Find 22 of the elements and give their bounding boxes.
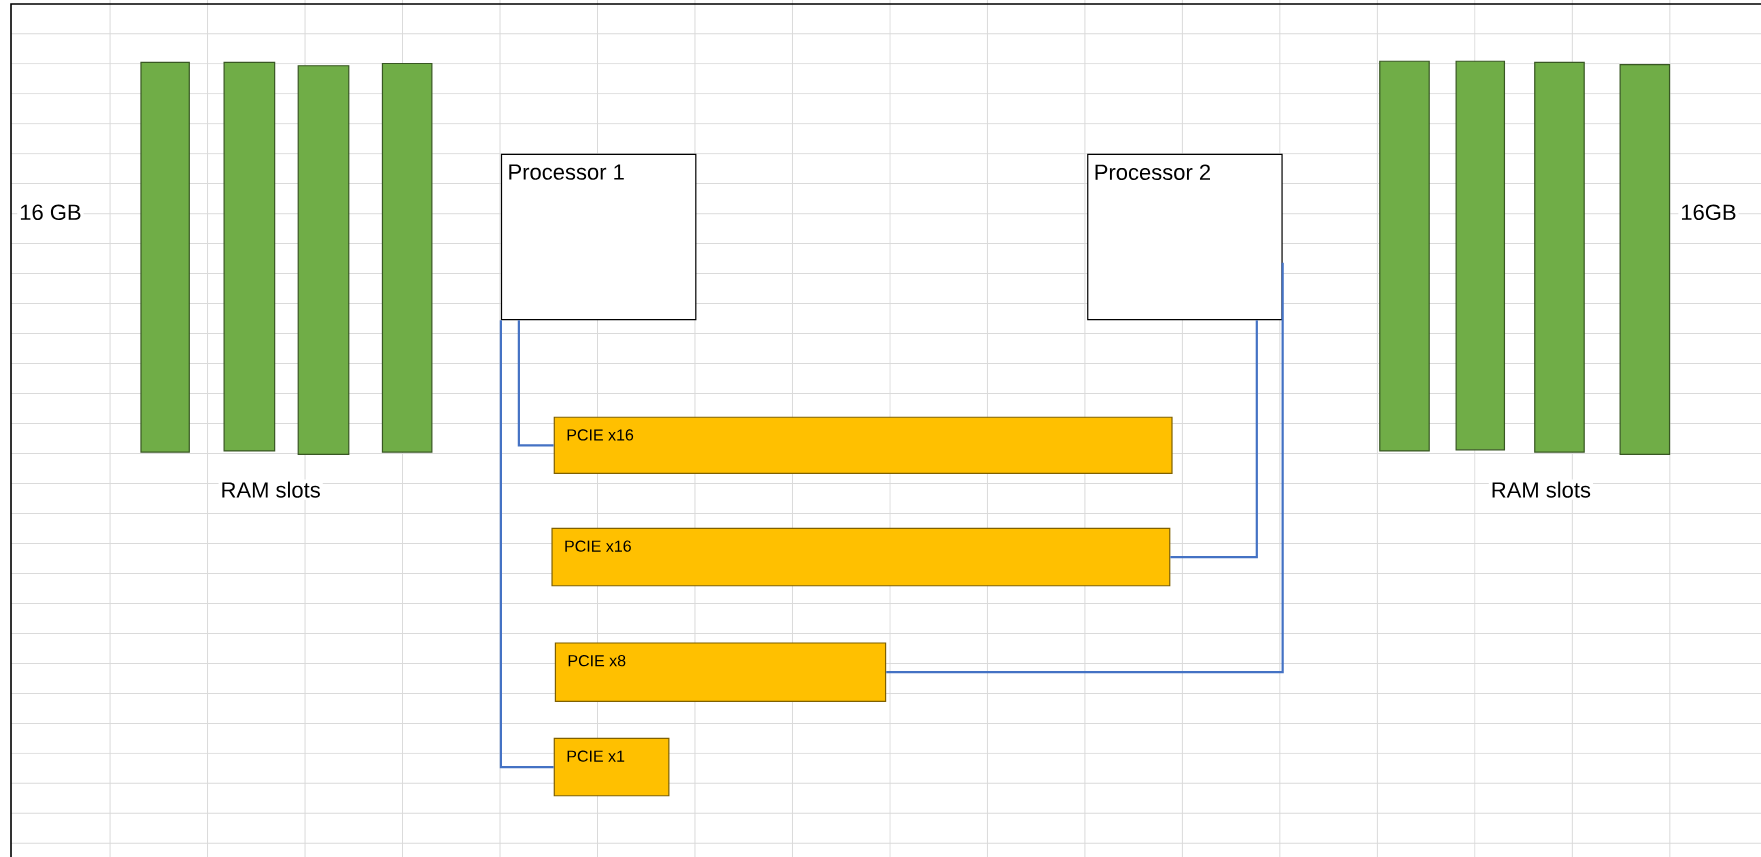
ram-slot — [1455, 60, 1506, 451]
pcie-slot: PCIE x1 — [553, 737, 670, 797]
capacity-label: 16 GB — [17, 202, 84, 223]
pcie-slot: PCIE x16 — [553, 416, 1173, 475]
pcie-slot: PCIE x8 — [554, 642, 887, 702]
connector-line — [517, 320, 554, 447]
ram-slot — [1619, 64, 1671, 455]
capacity-label: 16GB — [1678, 202, 1739, 223]
ram-label: RAM slots — [218, 479, 323, 500]
connector-line — [499, 320, 554, 769]
processor-box: Processor 1 — [500, 153, 697, 321]
ram-slot — [297, 65, 350, 455]
ram-slot — [1379, 60, 1430, 452]
ram-slot — [223, 61, 276, 452]
ram-slot — [140, 61, 190, 453]
ram-slot — [1534, 61, 1585, 453]
processor-box: Processor 2 — [1087, 153, 1283, 321]
connector-line — [886, 262, 1284, 674]
pcie-slot: PCIE x16 — [551, 527, 1171, 587]
ram-label: RAM slots — [1488, 479, 1593, 500]
ram-slot — [381, 62, 433, 453]
connector-line — [1170, 320, 1258, 559]
